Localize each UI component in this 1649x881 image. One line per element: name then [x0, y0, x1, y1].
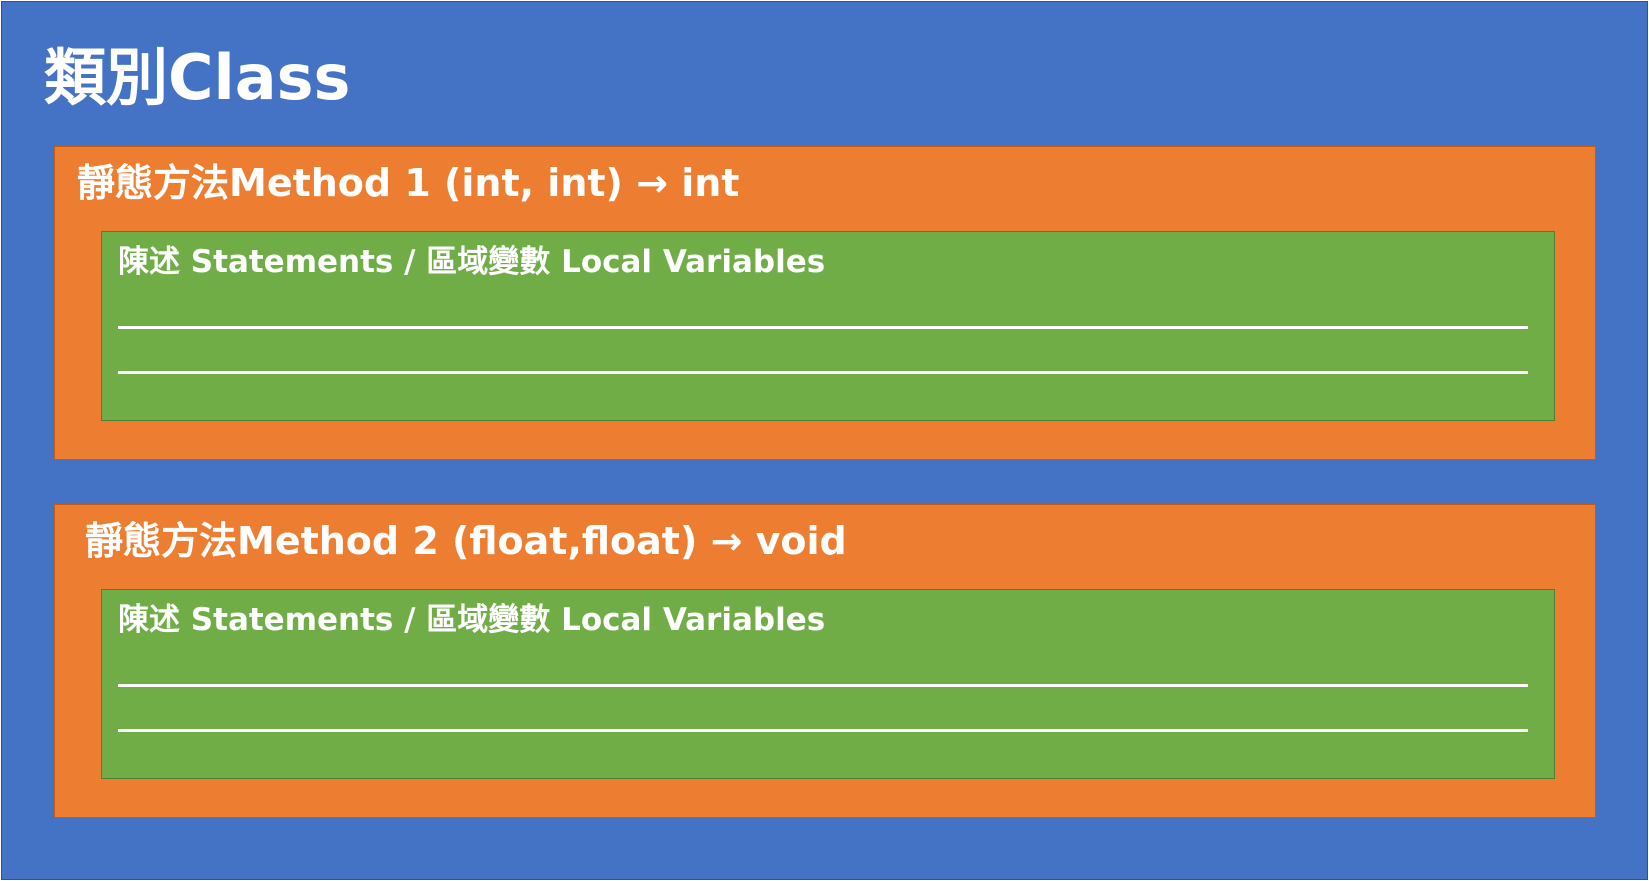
- method-body-2: 陳述 Statements / 區域變數 Local Variables: [101, 589, 1555, 779]
- blank-line: [118, 326, 1528, 329]
- method-title-2: 靜態方法Method 2 (float,float) → void: [85, 519, 847, 563]
- method-title-1: 靜態方法Method 1 (int, int) → int: [77, 161, 740, 205]
- blank-line: [118, 371, 1528, 374]
- class-title: 類別Class: [44, 41, 351, 114]
- method-box-1: 靜態方法Method 1 (int, int) → int 陳述 Stateme…: [54, 146, 1596, 460]
- method-body-1: 陳述 Statements / 區域變數 Local Variables: [101, 231, 1555, 421]
- method-body-label-1: 陳述 Statements / 區域變數 Local Variables: [118, 244, 826, 280]
- method-body-label-2: 陳述 Statements / 區域變數 Local Variables: [118, 602, 826, 638]
- blank-line: [118, 729, 1528, 732]
- method-box-2: 靜態方法Method 2 (float,float) → void 陳述 Sta…: [54, 504, 1596, 818]
- blank-line: [118, 684, 1528, 687]
